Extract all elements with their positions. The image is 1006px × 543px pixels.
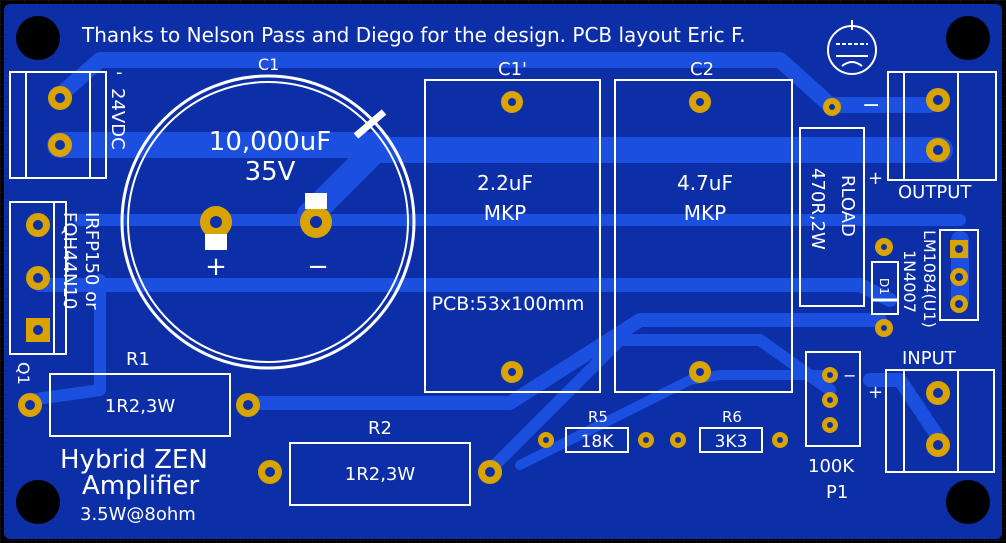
r5-value: 18K (581, 432, 615, 452)
transistor-label-1: IRFP150 or (81, 212, 102, 310)
r2-value: 1R2,3W (345, 464, 416, 485)
power-connector (9, 71, 107, 179)
c1p-value: 2.2uF (477, 171, 533, 195)
c1-voltage: 35V (245, 157, 296, 187)
resistor-r6 (670, 427, 788, 453)
resistor-r2 (258, 442, 502, 506)
rload-value: 470R,2W (807, 168, 828, 250)
mounting-hole-top-right (946, 16, 990, 60)
q1-label: Q1 (14, 362, 33, 385)
pcb-size-label: PCB:53x100mm (432, 293, 585, 315)
c1-value: 10,000uF (209, 127, 331, 157)
transistor-q1 (9, 201, 67, 355)
r5-label: R5 (588, 408, 608, 426)
r1-label: R1 (126, 349, 150, 370)
r1-value: 1R2,3W (105, 396, 176, 417)
output-label: OUTPUT (898, 182, 972, 203)
resistor-r5 (538, 427, 654, 453)
c2-type: MKP (684, 201, 726, 225)
capacitor-c1p (424, 79, 601, 393)
p1-label: P1 (826, 482, 848, 503)
diode-d1 (871, 238, 899, 337)
c1p-type: MKP (484, 201, 526, 225)
in-minus: − (843, 366, 856, 385)
output-plus: + (868, 168, 883, 189)
output-minus: − (862, 93, 880, 118)
c1p-label: C1' (498, 59, 527, 80)
mounting-hole-bottom-left (16, 480, 60, 524)
credit-text: Thanks to Nelson Pass and Diego for the … (81, 23, 746, 47)
title-line-1: Hybrid ZEN (60, 445, 208, 475)
input-label: INPUT (902, 348, 957, 369)
mounting-hole-top-left (16, 16, 60, 60)
potentiometer-p1 (805, 351, 861, 447)
c1-label: C1 (258, 55, 279, 74)
regulator-u1 (939, 229, 979, 321)
p1-value: 100K (808, 456, 855, 477)
c1-plus: + (205, 252, 227, 282)
resistor-r1 (18, 373, 260, 437)
transistor-label-2: FQH44N10 (59, 212, 80, 309)
c2-value: 4.7uF (677, 171, 733, 195)
output-connector (887, 71, 997, 181)
r6-label: R6 (722, 408, 742, 426)
rload-label: RLOAD (837, 175, 858, 237)
resistor-rload (799, 127, 865, 307)
capacitor-c2 (614, 79, 793, 393)
title-line-2: Amplifier (82, 471, 199, 501)
r6-value: 3K3 (715, 432, 748, 452)
input-connector (885, 369, 995, 473)
c2-label: C2 (690, 59, 714, 80)
power-connector-label: 24VDC (107, 88, 128, 150)
spec-label: 3.5W@8ohm (80, 504, 196, 525)
d1-part-label: 1N4007 (900, 250, 919, 313)
capacitor-c1 (120, 74, 416, 370)
mounting-hole-bottom-right (946, 480, 990, 524)
input-plus: + (868, 382, 883, 403)
r2-label: R2 (368, 418, 392, 439)
copper-traces (24, 52, 969, 476)
power-minus-label: - (116, 62, 123, 83)
vacuum-tube-logo (827, 20, 877, 75)
c1-minus: − (307, 252, 329, 282)
u1-label: LM1084(U1) (920, 230, 939, 328)
d1-label: D1 (877, 278, 891, 295)
